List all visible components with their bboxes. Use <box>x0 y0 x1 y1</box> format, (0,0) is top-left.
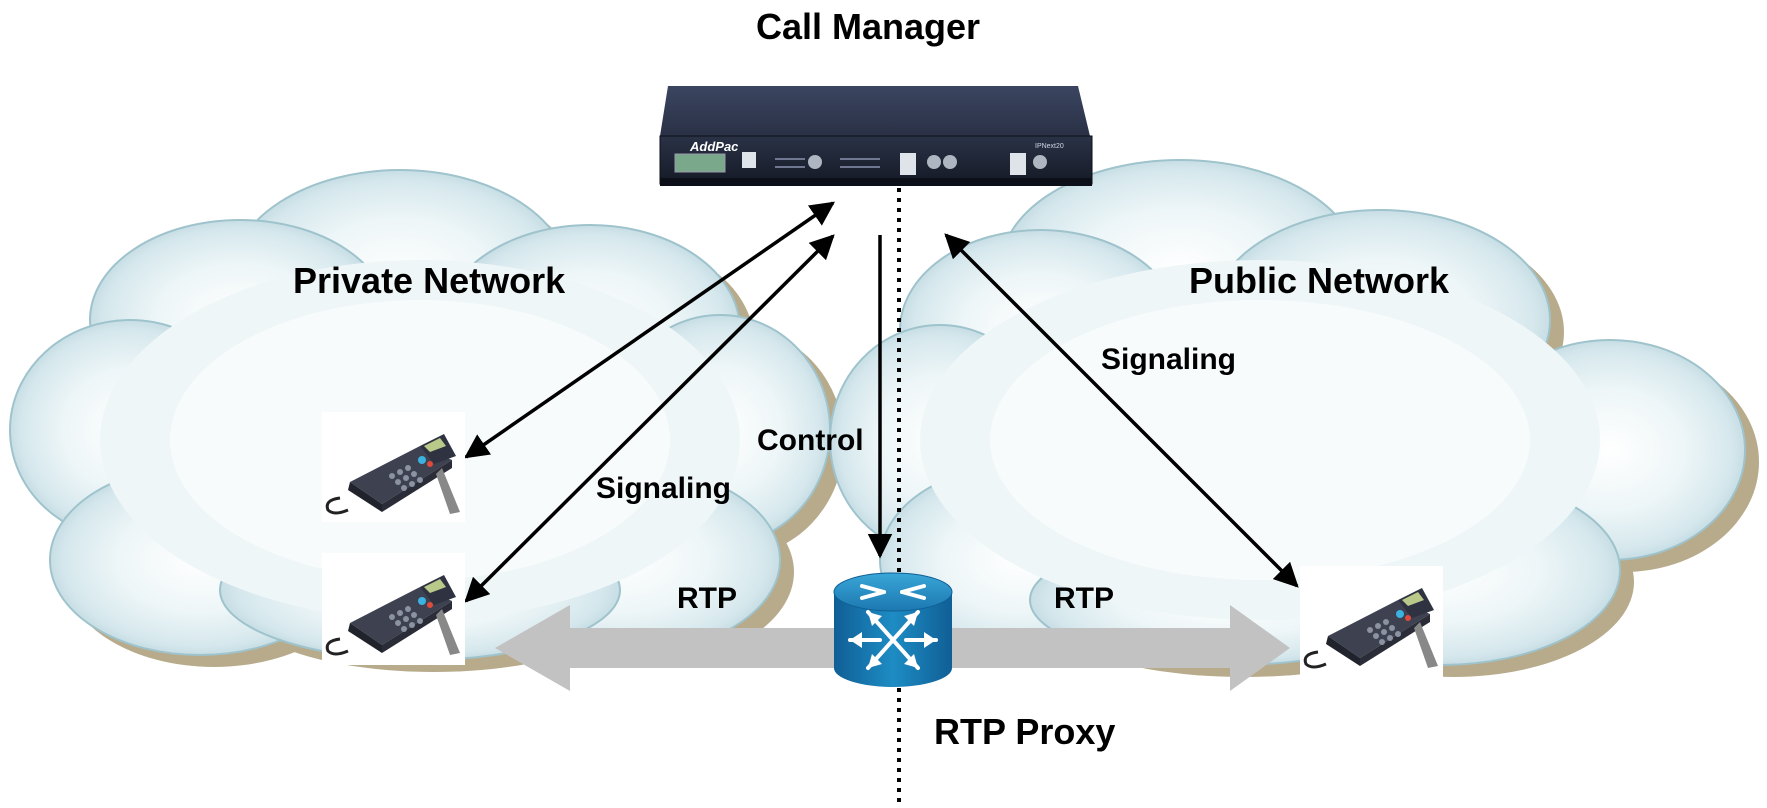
control-label: Control <box>757 424 864 457</box>
ip-phone-icon <box>1300 566 1443 681</box>
server-appliance-icon: AddPac IPNext20 <box>659 86 1093 186</box>
public-network-label: Public Network <box>1189 260 1450 301</box>
rtp-proxy-label: RTP Proxy <box>934 711 1116 752</box>
device-brand: AddPac <box>689 139 739 154</box>
router-icon <box>833 572 953 687</box>
signaling-arrow-phone2 <box>464 234 835 603</box>
diagram-title: Call Manager <box>756 6 981 47</box>
signaling-private-label: Signaling <box>596 472 731 505</box>
device-model: IPNext20 <box>1035 143 1064 150</box>
public-network-cloud <box>829 159 1759 677</box>
rtp-right-label: RTP <box>1054 582 1114 615</box>
signaling-public-label: Signaling <box>1101 343 1236 376</box>
ip-phone-icon <box>322 412 465 522</box>
ip-phone-icon <box>322 553 465 665</box>
rtp-left-label: RTP <box>677 582 737 615</box>
signaling-arrow-public <box>944 233 1299 588</box>
private-network-label: Private Network <box>293 260 566 301</box>
rtp-arrow-right <box>945 605 1290 691</box>
rtp-arrow-left <box>495 605 850 691</box>
